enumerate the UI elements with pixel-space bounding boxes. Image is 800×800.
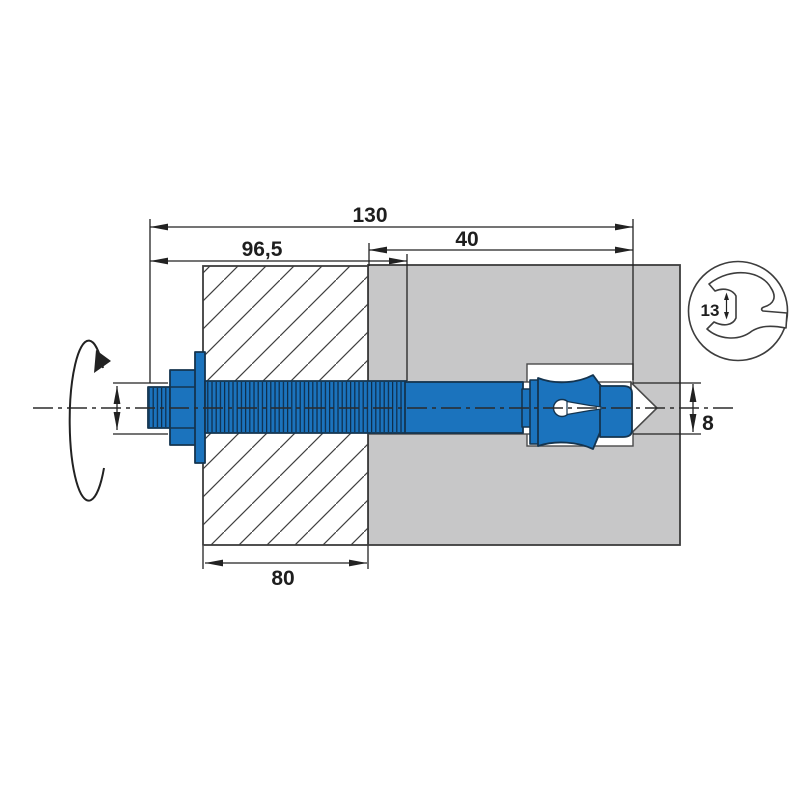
wrench-size-label: 13 [701, 301, 720, 320]
dimensions: 130 96,5 40 80 8 [113, 204, 714, 590]
dim-labels: 130 96,5 40 80 8 [242, 204, 715, 590]
rotation-arc [68, 339, 105, 502]
arrow-130-right [615, 223, 633, 231]
arrow-130-left [150, 223, 168, 231]
wrench-jaw-arrow-bottom [724, 312, 729, 320]
wrench-jaw-arrow-top [724, 292, 729, 300]
open-end-wrench-shape [706, 271, 788, 339]
dim-80-label: 80 [271, 567, 294, 590]
arrow-80-right [349, 559, 367, 567]
bolt-thread-end-threads [149, 388, 169, 427]
arrow-40-right [615, 246, 633, 254]
arrow-8-bottom [689, 414, 697, 432]
bolt-cone-end [599, 385, 633, 438]
dim-arrowheads [113, 223, 697, 567]
dim-8-label: 8 [702, 412, 714, 435]
arrow-dia-left-top [113, 386, 121, 404]
arrow-80-left [205, 559, 223, 567]
arrow-40-left [369, 246, 387, 254]
wrench-icon: 13 [687, 260, 789, 362]
arrow-8-top [689, 384, 697, 402]
arrow-96-5-left [150, 257, 168, 265]
bolt-shaft-threads [206, 382, 405, 432]
arrow-dia-left-bottom [113, 412, 121, 430]
dim-40-label: 40 [455, 228, 478, 251]
rotation-arrow-icon [68, 339, 111, 502]
dim-96-5-label: 96,5 [242, 238, 283, 261]
dim-130-label: 130 [352, 204, 387, 227]
arrow-96-5-right [389, 257, 407, 265]
rotation-arrowhead [94, 350, 111, 373]
